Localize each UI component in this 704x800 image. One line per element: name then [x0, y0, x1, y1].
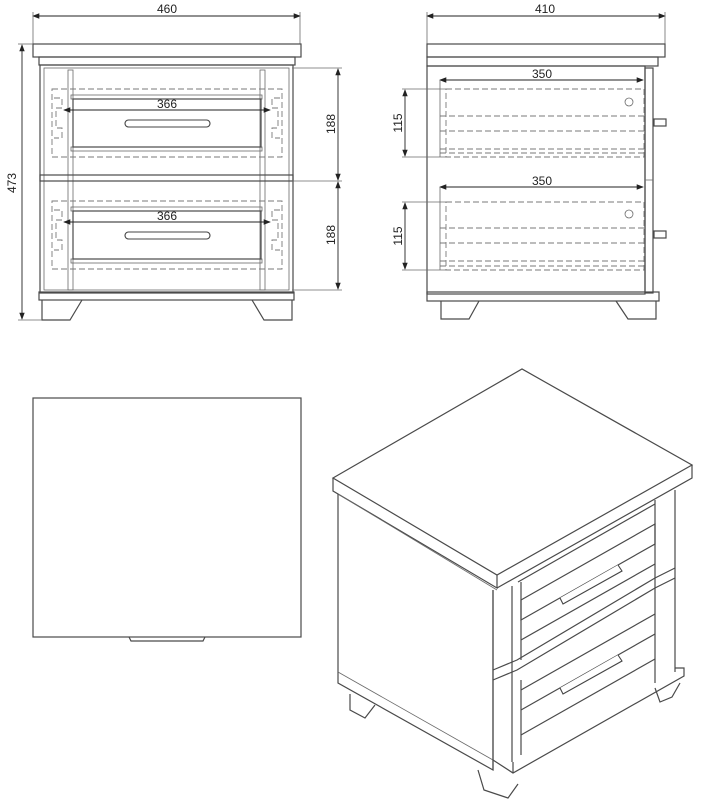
- bottom-drawer-width-label: 366: [157, 209, 177, 223]
- bottom-drawer-depth-label: 350: [532, 174, 552, 188]
- side-view: 410 350 350 115 115: [391, 2, 667, 320]
- height-label: 473: [5, 173, 19, 193]
- knob-icon: [653, 230, 667, 239]
- depth-label: 410: [535, 2, 555, 16]
- top-view: [32, 397, 302, 642]
- top-drawer-width-label: 366: [157, 97, 177, 111]
- width-label: 460: [157, 2, 177, 16]
- top-drawer-box-height-label: 115: [391, 113, 405, 132]
- bottom-drawer-height-label: 188: [324, 225, 338, 245]
- drawer-handle-icon: [124, 119, 211, 128]
- drawer-handle-icon: [559, 564, 623, 605]
- front-view: 460 366 366 473 188 188: [5, 2, 342, 321]
- isometric-view: [331, 368, 694, 799]
- knob-icon: [653, 118, 667, 127]
- drawer-handle-icon: [559, 654, 623, 695]
- handle-outline-icon: [128, 636, 206, 642]
- bottom-drawer-box-height-label: 115: [391, 226, 405, 245]
- drawer-handle-icon: [124, 231, 211, 240]
- top-drawer-height-label: 188: [324, 114, 338, 134]
- top-drawer-depth-label: 350: [532, 67, 552, 81]
